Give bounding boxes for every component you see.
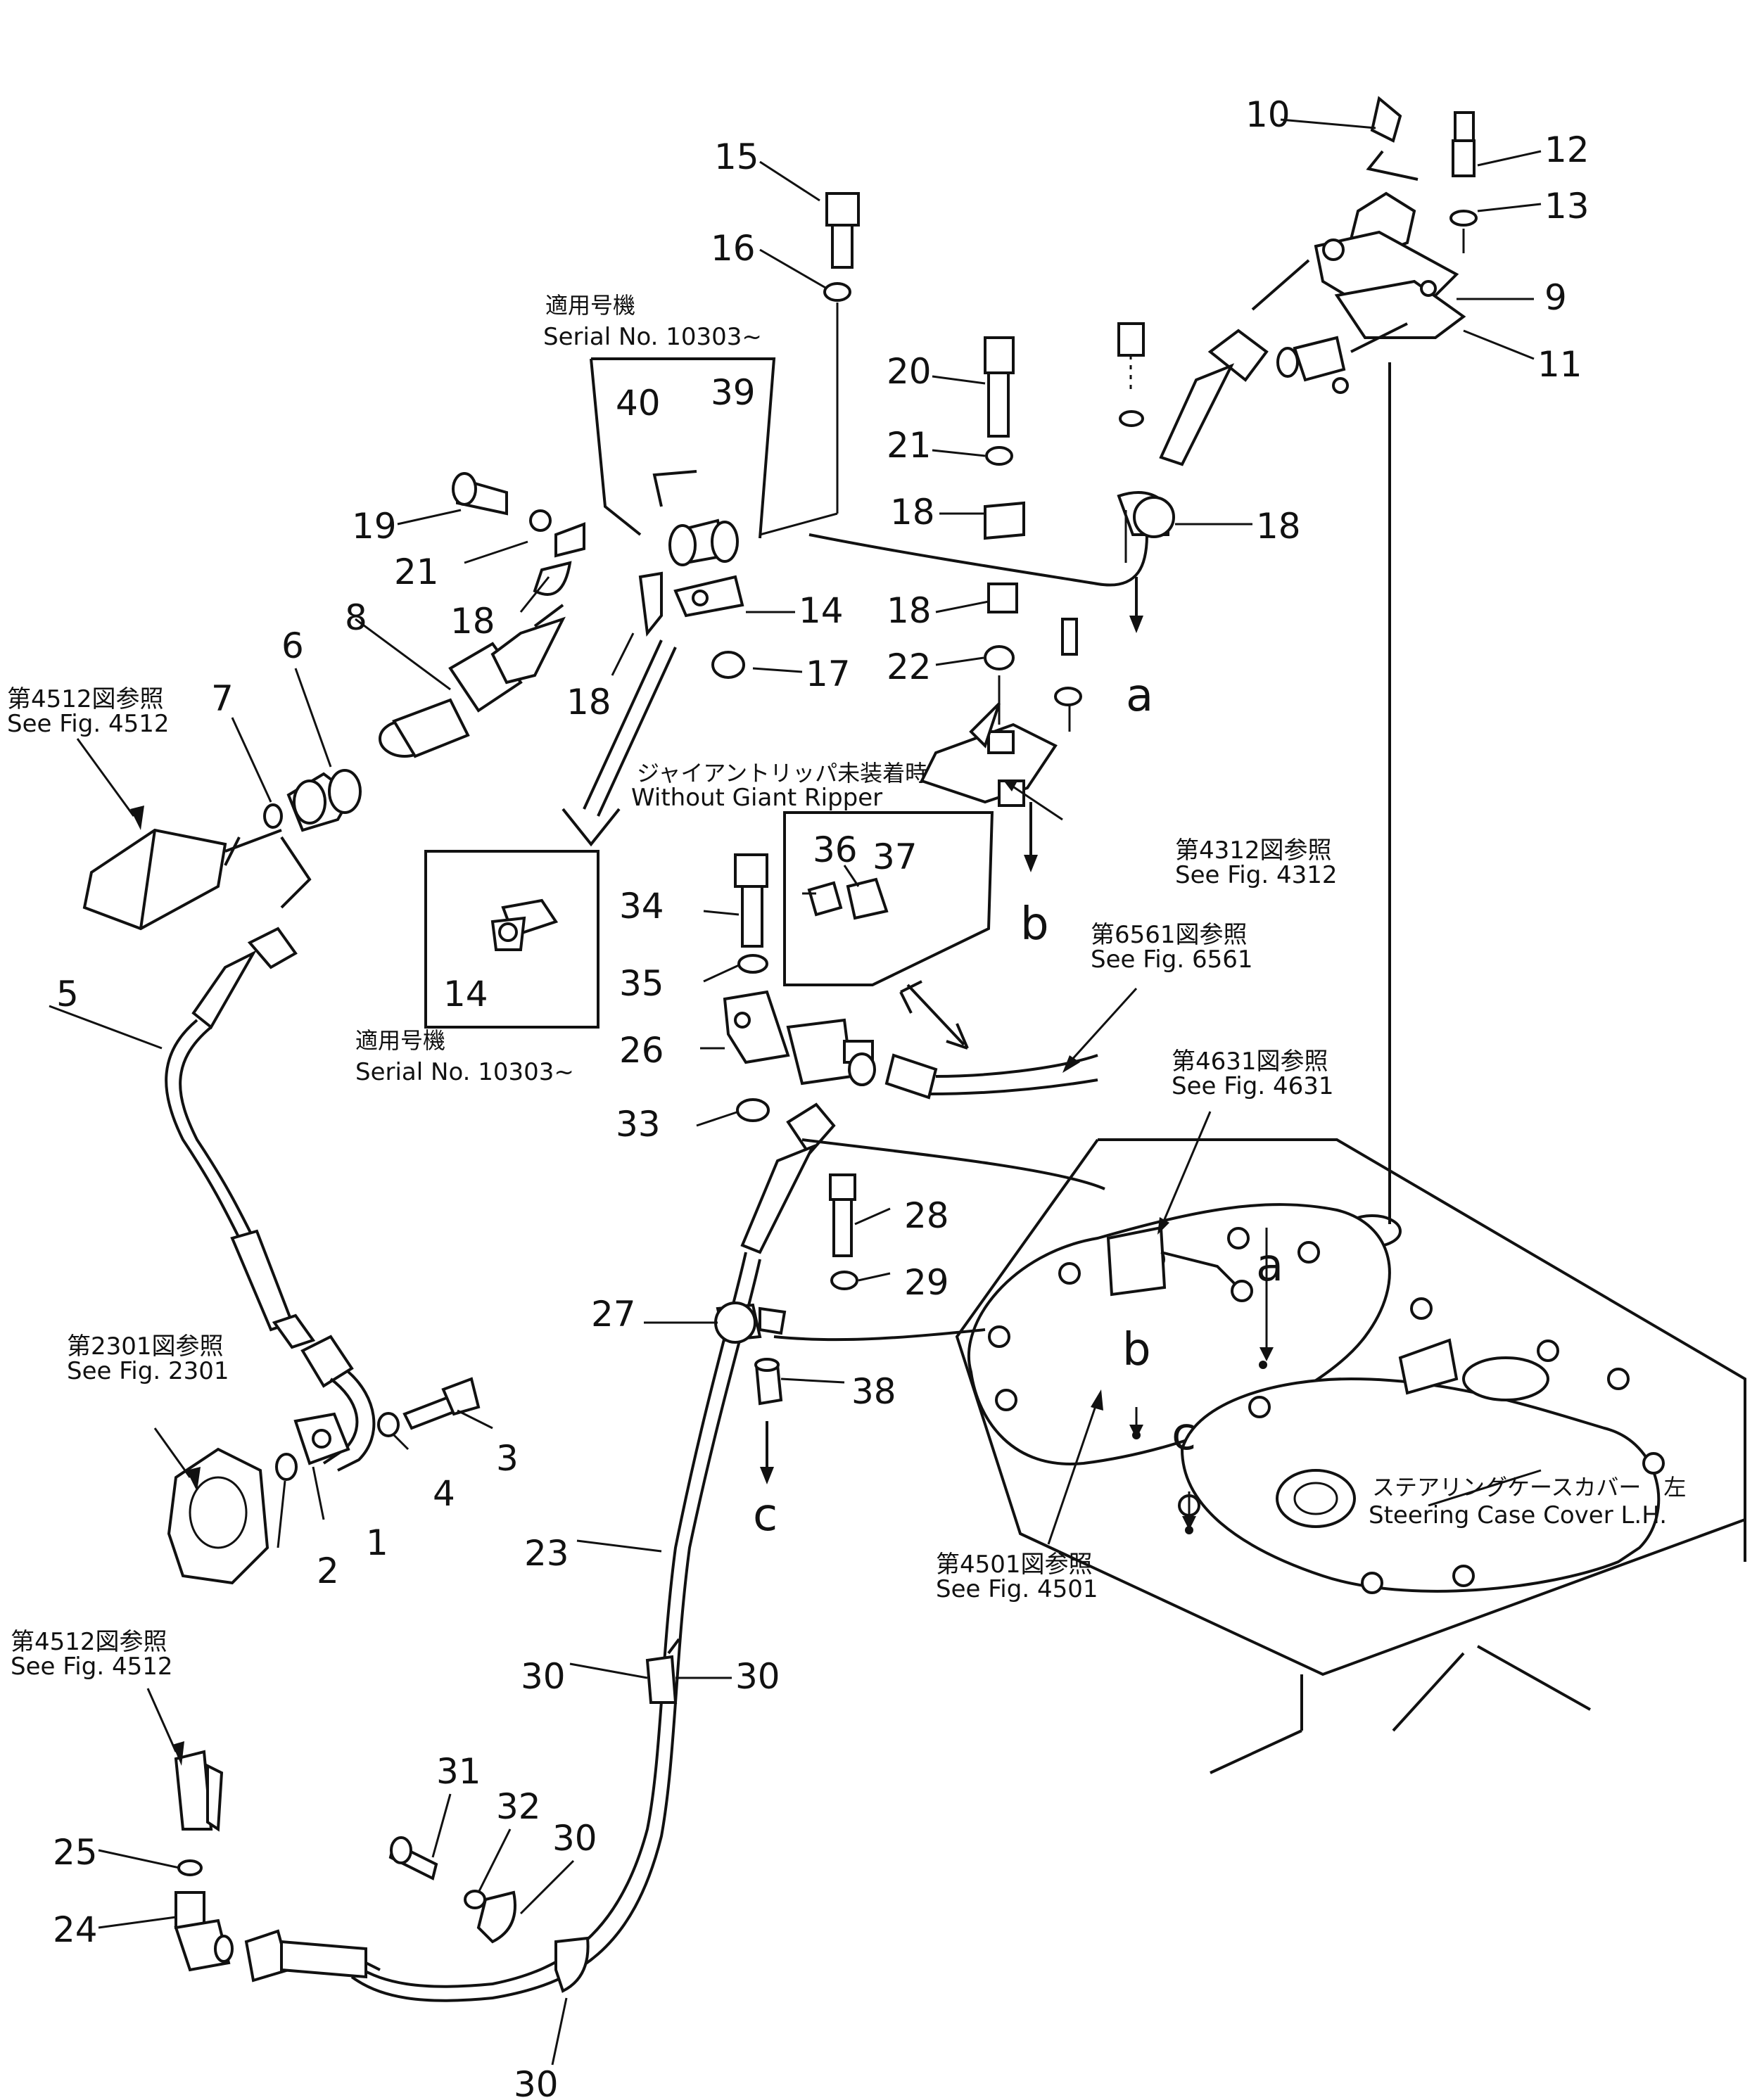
switch-group: [424, 357, 776, 1029]
cover-note-jp: ステアリングケースカバー 左: [1372, 1474, 1686, 1501]
ripper-note-jp: ジャイアントリッパ未装着時: [637, 760, 927, 787]
part-label-24: 24: [53, 1909, 98, 1950]
connector-c-case: c: [1172, 1408, 1196, 1461]
part-label-28: 28: [904, 1195, 949, 1236]
part-label-30-bottom: 30: [514, 2064, 559, 2100]
serial-note-top-jp: 適用号機: [545, 292, 635, 319]
part-label-21-left: 21: [394, 552, 439, 592]
lower-left-group: [174, 1750, 590, 1993]
part-label-4: 4: [433, 1473, 455, 1514]
part-label-14-top: 14: [799, 590, 844, 631]
part-label-29: 29: [904, 1262, 949, 1303]
part-label-27: 27: [591, 1294, 636, 1335]
part-labels: 10 12 13 9 11 15 16 20 21 18 18 18 22 14…: [53, 94, 1589, 2100]
part-label-7: 7: [211, 678, 234, 719]
part-label-15: 15: [714, 136, 759, 177]
part-label-31: 31: [436, 1751, 481, 1792]
hose-5-group: [82, 698, 481, 1585]
part-label-21-right: 21: [887, 425, 932, 466]
part-label-39: 39: [711, 372, 756, 413]
part-label-12: 12: [1544, 129, 1589, 170]
connector-b-top: b: [1020, 898, 1049, 950]
ripper-note-en: Without Giant Ripper: [631, 784, 882, 812]
part-label-23: 23: [524, 1533, 569, 1574]
part-label-33: 33: [616, 1104, 661, 1145]
connector-c-left: c: [753, 1489, 778, 1541]
part-label-32: 32: [496, 1786, 541, 1827]
part-label-30-left: 30: [521, 1656, 566, 1697]
ref-6561-en: See Fig. 6561: [1091, 946, 1252, 974]
part-label-16: 16: [711, 228, 756, 269]
part-label-8: 8: [345, 597, 367, 638]
connector-a-top: a: [1126, 670, 1153, 722]
leader-lines: [49, 118, 1542, 2066]
part-label-14-inset: 14: [443, 974, 488, 1014]
ref-4501-jp: 第4501図参照: [936, 1551, 1093, 1579]
part-label-18-top: 18: [890, 492, 935, 533]
ref-4512-top-jp: 第4512図参照: [7, 685, 164, 713]
part-label-2: 2: [317, 1551, 339, 1591]
ref-4512-top-en: See Fig. 4512: [7, 710, 169, 738]
reference-notes: 第4512図参照 See Fig. 4512 第2301図参照 See Fig.…: [7, 292, 1686, 1681]
part-label-20: 20: [887, 351, 932, 392]
part-label-36: 36: [813, 829, 858, 870]
part-label-19: 19: [352, 506, 397, 547]
connector-a-case: a: [1256, 1240, 1283, 1292]
serial-note-inset-jp: 適用号機: [355, 1027, 445, 1054]
part-label-18-lower: 18: [566, 682, 611, 723]
serial-note-top-en: Serial No. 10303~: [543, 323, 762, 351]
right-bolt-group: [808, 322, 1175, 633]
part-label-3: 3: [496, 1438, 519, 1479]
cover-note-en: Steering Case Cover L.H.: [1369, 1501, 1667, 1529]
ref-4501-en: See Fig. 4501: [936, 1575, 1098, 1603]
part-label-17: 17: [806, 654, 851, 694]
part-label-30-mid: 30: [552, 1818, 597, 1859]
ref-4512-bottom-en: See Fig. 4512: [11, 1653, 172, 1681]
ripper-group: [723, 811, 1098, 1122]
part-label-10: 10: [1245, 94, 1290, 135]
valve-assembly: [1159, 96, 1478, 1224]
ref-4312-jp: 第4312図参照: [1175, 836, 1332, 865]
part-label-35: 35: [619, 963, 664, 1004]
part-label-26: 26: [619, 1030, 664, 1071]
part-label-18-left: 18: [450, 601, 495, 642]
bracket-group: [711, 192, 1082, 872]
part-label-37: 37: [873, 836, 918, 877]
part-label-25: 25: [53, 1832, 98, 1873]
ref-6561-jp: 第6561図参照: [1091, 921, 1248, 949]
part-label-1: 1: [366, 1522, 388, 1563]
part-label-30-right: 30: [735, 1656, 780, 1697]
part-label-38: 38: [851, 1371, 896, 1412]
ref-2301-jp: 第2301図参照: [67, 1332, 224, 1361]
part-label-9: 9: [1544, 277, 1567, 318]
connector-letters: a b c a b c: [753, 670, 1283, 1541]
ref-2301-en: See Fig. 2301: [67, 1357, 229, 1385]
part-label-18-right: 18: [1256, 506, 1301, 547]
part-label-6: 6: [281, 625, 304, 666]
steering-case: [955, 1138, 1746, 1774]
connector-b-case: b: [1122, 1324, 1151, 1376]
part-label-13: 13: [1544, 186, 1589, 227]
part-label-5: 5: [56, 974, 79, 1014]
ref-4312-en: See Fig. 4312: [1175, 861, 1337, 889]
part-label-40: 40: [616, 383, 661, 424]
part-label-18-mid: 18: [887, 590, 932, 631]
part-label-22: 22: [887, 647, 932, 687]
ref-4631-en: See Fig. 4631: [1172, 1072, 1333, 1100]
serial-note-inset-en: Serial No. 10303~: [355, 1058, 574, 1086]
ref-4631-jp: 第4631図参照: [1172, 1048, 1328, 1076]
part-label-34: 34: [619, 886, 664, 927]
part-label-11: 11: [1537, 344, 1582, 385]
ref-4512-bottom-jp: 第4512図参照: [11, 1628, 167, 1656]
